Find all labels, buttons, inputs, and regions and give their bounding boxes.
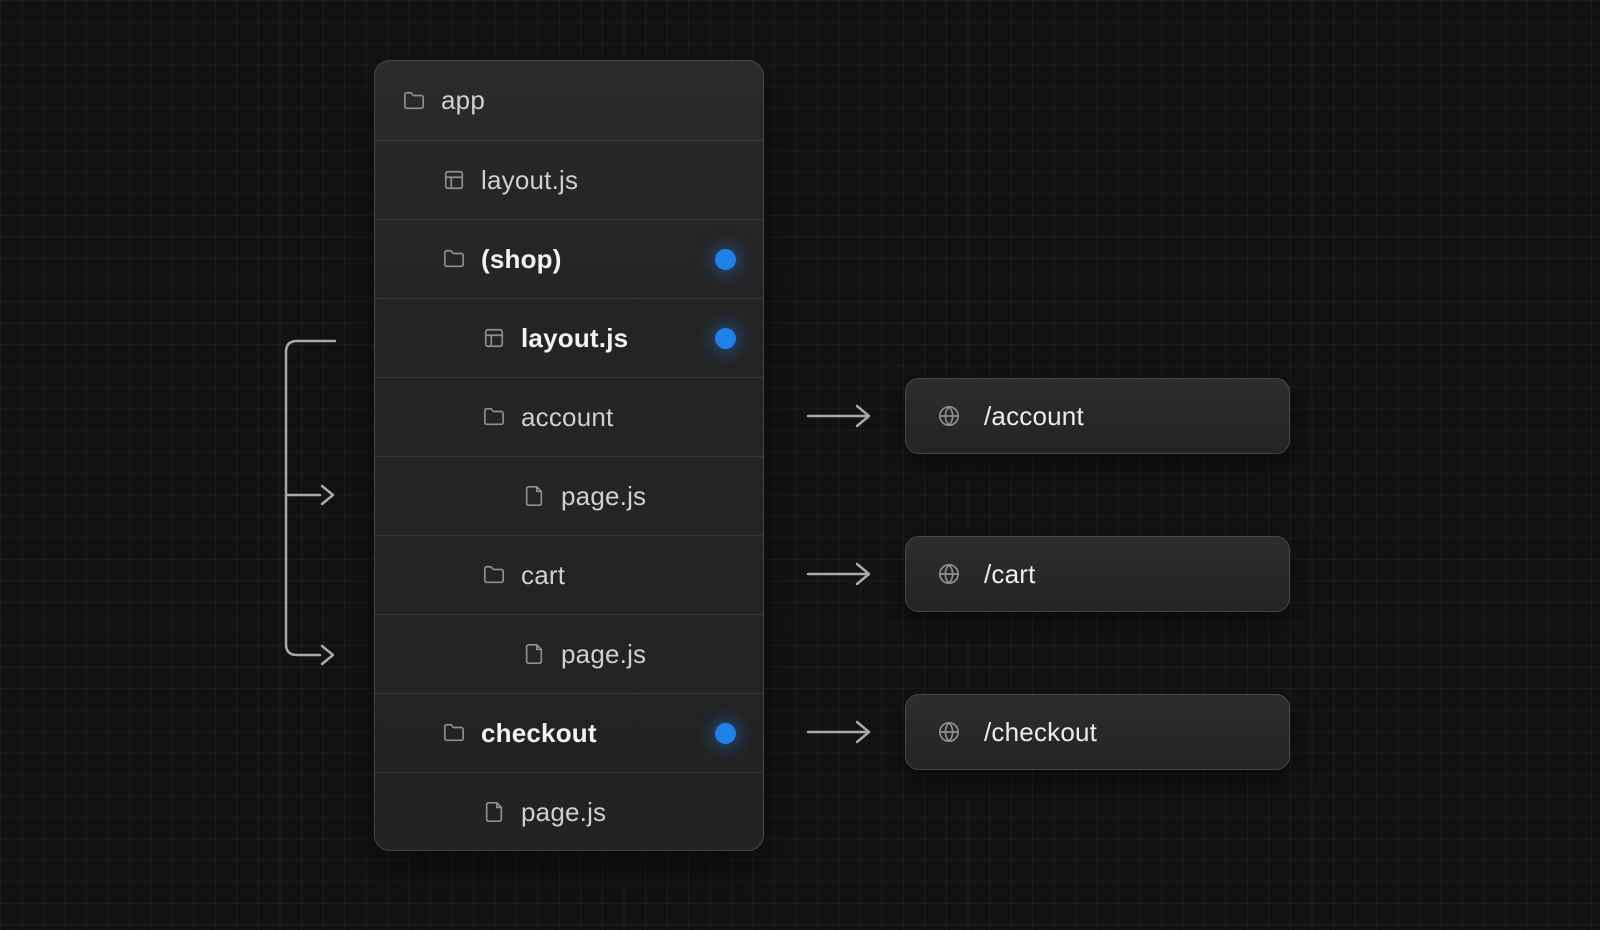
tree-row-label: page.js bbox=[561, 480, 647, 511]
folder-icon bbox=[403, 90, 425, 112]
bracket-arrowhead-top bbox=[320, 484, 335, 506]
tree-row-account: account bbox=[375, 377, 763, 456]
folder-icon bbox=[483, 564, 505, 586]
tree-row-label: account bbox=[521, 401, 614, 432]
globe-icon bbox=[938, 721, 960, 743]
tree-row-checkout-page: page.js bbox=[375, 772, 763, 850]
tree-row-label: page.js bbox=[561, 638, 647, 669]
folder-icon bbox=[483, 406, 505, 428]
tree-row-cart-page: page.js bbox=[375, 614, 763, 693]
layout-icon bbox=[443, 169, 465, 191]
route-url: /cart bbox=[984, 558, 1036, 589]
route-url: /checkout bbox=[984, 716, 1098, 747]
tree-row-app: app bbox=[375, 61, 763, 140]
active-indicator-dot bbox=[715, 722, 736, 744]
arrow-checkout-head bbox=[855, 720, 871, 744]
layout-scope-bracket bbox=[284, 339, 337, 657]
tree-row-shop-layout: layout.js bbox=[375, 298, 763, 377]
tree-row-label: app bbox=[441, 85, 485, 115]
route-box-account: /account bbox=[905, 378, 1290, 454]
globe-icon bbox=[938, 563, 960, 585]
file-icon bbox=[523, 643, 545, 665]
tree-row-shop-group: (shop) bbox=[375, 219, 763, 298]
layout-icon bbox=[483, 327, 505, 349]
folder-icon bbox=[443, 248, 465, 270]
file-icon bbox=[523, 485, 545, 507]
file-tree-card: app layout.js (shop) layout.js bbox=[374, 60, 764, 851]
tree-row-checkout: checkout bbox=[375, 693, 763, 772]
globe-icon bbox=[938, 405, 960, 427]
bracket-arrowhead-bottom bbox=[320, 644, 335, 666]
tree-row-cart: cart bbox=[375, 535, 763, 614]
tree-row-label: (shop) bbox=[481, 243, 562, 274]
tree-row-layout-root: layout.js bbox=[375, 140, 763, 219]
tree-row-label: checkout bbox=[481, 717, 597, 748]
folder-icon bbox=[443, 722, 465, 744]
file-icon bbox=[483, 801, 505, 823]
tree-row-label: layout.js bbox=[481, 164, 579, 195]
route-box-cart: /cart bbox=[905, 536, 1290, 612]
arrow-account-head bbox=[855, 404, 871, 428]
active-indicator-dot bbox=[715, 248, 736, 270]
tree-row-account-page: page.js bbox=[375, 456, 763, 535]
tree-row-label: layout.js bbox=[521, 322, 629, 353]
tree-row-label: page.js bbox=[521, 796, 607, 827]
route-url: /account bbox=[984, 400, 1084, 431]
tree-row-label: cart bbox=[521, 559, 566, 590]
arrow-cart-head bbox=[855, 562, 871, 586]
route-box-checkout: /checkout bbox=[905, 694, 1290, 770]
active-indicator-dot bbox=[715, 327, 736, 349]
